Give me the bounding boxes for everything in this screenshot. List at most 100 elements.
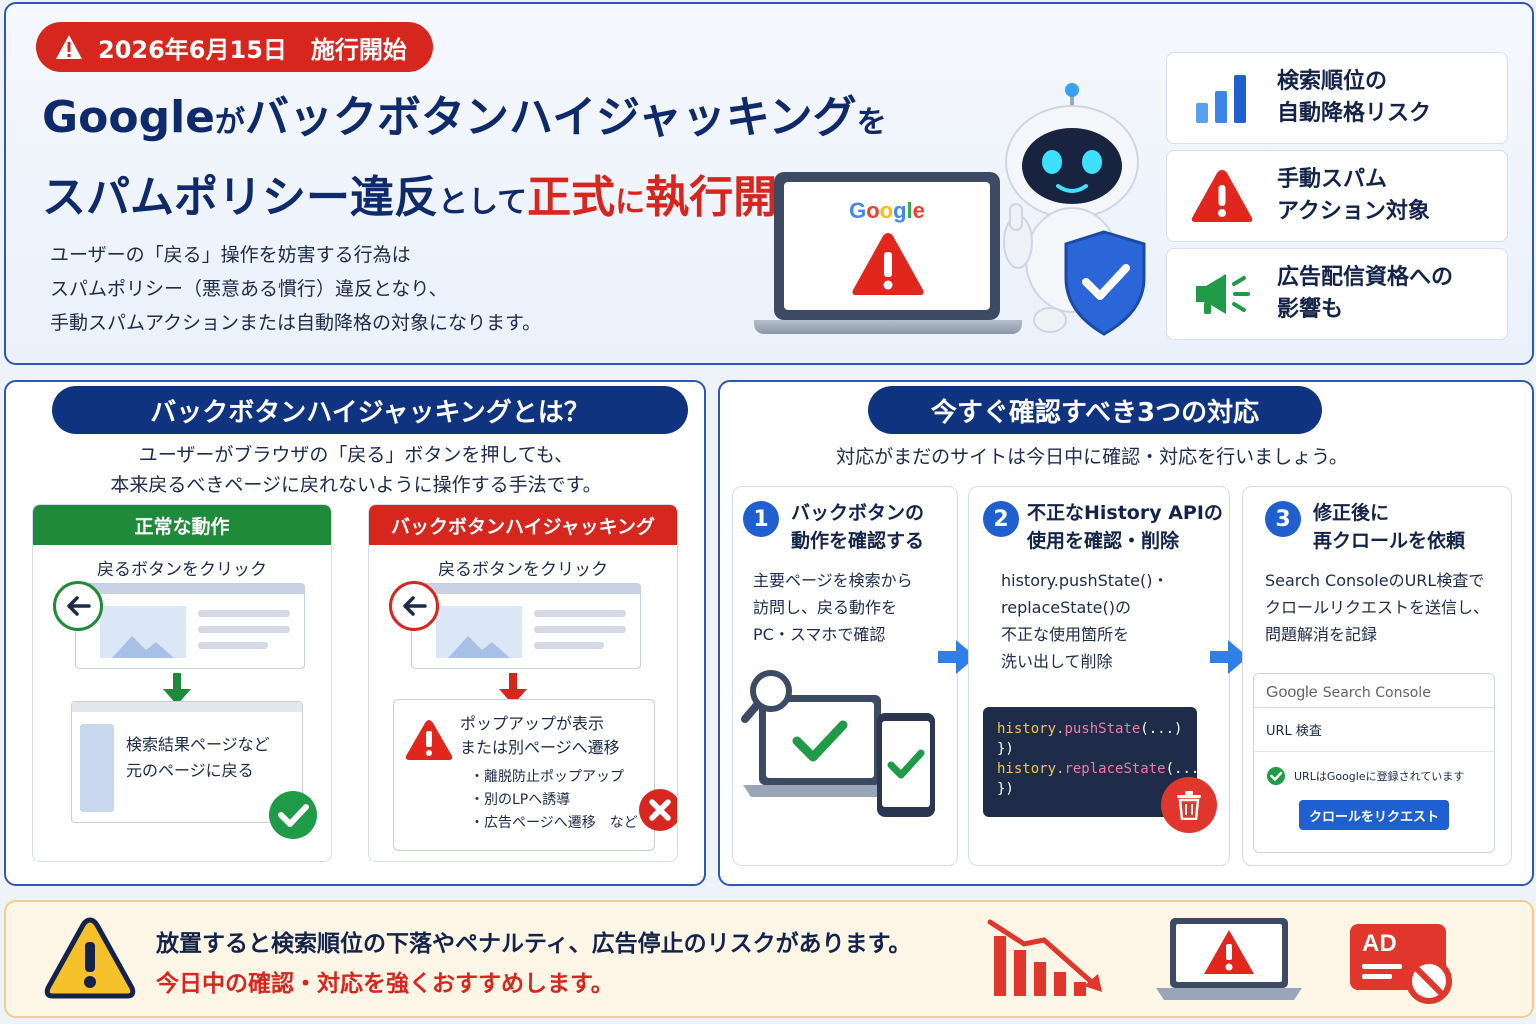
example-item: ・広告ページへ遷移 など bbox=[470, 815, 638, 831]
popup-page: ポップアップが表示 または別ページへ遷移 ・離脱防止ポップアップ ・別のLPへ誘… bbox=[393, 699, 655, 851]
megaphone-icon bbox=[1196, 274, 1250, 314]
step-card-2: 2 不正なHistory APIの 使用を確認・削除 history.pushS… bbox=[968, 486, 1230, 866]
risk-text: 検索順位の bbox=[1277, 69, 1388, 94]
step-body-line: Search ConsoleのURL検査で bbox=[1265, 571, 1485, 590]
title-google: Google bbox=[42, 92, 215, 143]
step-title-line: 再クロールを依頼 bbox=[1313, 530, 1466, 552]
result-text: 検索結果ページなど bbox=[126, 735, 270, 754]
step-body-line: history.pushState()・ bbox=[1001, 571, 1169, 590]
result-text: または別ページへ遷移 bbox=[460, 738, 620, 757]
hijack-header: バックボタンハイジャッキング bbox=[369, 505, 677, 545]
code-line: }) bbox=[997, 781, 1014, 797]
devices-check-icon bbox=[741, 670, 935, 817]
robot-mascot-icon bbox=[1003, 83, 1146, 336]
laptop-screen: Google bbox=[784, 182, 990, 310]
step-title: 不正なHistory APIの 使用を確認・削除 bbox=[1027, 499, 1223, 555]
image-placeholder-icon bbox=[448, 636, 510, 658]
title-keyword: バックボタンハイジャッキング bbox=[245, 92, 857, 143]
bottom-warning-bar: 放置すると検索順位の下落やペナルティ、広告停止のリスクがあります。 今日中の確認… bbox=[4, 900, 1534, 1018]
step-title: 修正後に 再クロールを依頼 bbox=[1313, 499, 1465, 555]
warning-icon bbox=[852, 233, 924, 295]
risk-text: 手動スパム bbox=[1277, 167, 1388, 192]
sc-url-label: URL 検査 bbox=[1254, 708, 1494, 752]
step-number: 2 bbox=[983, 501, 1019, 537]
check-circle-icon bbox=[1267, 767, 1285, 785]
step-title-line: 動作を確認する bbox=[791, 530, 925, 552]
code-line: }) bbox=[997, 741, 1014, 757]
step-card-3: 3 修正後に 再クロールを依頼 Search ConsoleのURL検査で クロ… bbox=[1242, 486, 1512, 866]
delete-button[interactable] bbox=[1161, 777, 1217, 833]
code-token: (...) bbox=[1140, 721, 1183, 737]
code-token: history. bbox=[997, 761, 1065, 777]
check-circle-icon bbox=[269, 791, 317, 839]
arrow-right-icon bbox=[938, 640, 976, 674]
example-item: ・離脱防止ポップアップ bbox=[470, 769, 624, 785]
bar-chart-icon bbox=[1196, 75, 1246, 123]
step-body-line: 不正な使用箇所を bbox=[1001, 625, 1130, 644]
google-logo-letter: e bbox=[912, 198, 925, 223]
step-card-1: 1 バックボタンの 動作を確認する 主要ページを検索から 訪問し、戻る動作を P… bbox=[732, 486, 958, 866]
risk-card-manual-action: 手動スパム アクション対象 bbox=[1166, 150, 1508, 242]
arrow-left-icon bbox=[403, 596, 427, 616]
warning-icon bbox=[56, 35, 82, 59]
step-title: バックボタンの 動作を確認する bbox=[791, 499, 924, 555]
ad-label: AD bbox=[1362, 930, 1397, 957]
arrow-left-icon bbox=[67, 596, 91, 616]
title-toshite: として bbox=[438, 185, 528, 220]
ad-blocked-icon: AD bbox=[1350, 924, 1452, 1004]
title-ga: が bbox=[215, 105, 245, 140]
step-body-line: PC・スマホで確認 bbox=[753, 625, 886, 644]
risk-text: 広告配信資格への bbox=[1277, 265, 1454, 290]
step-body-line: 洗い出して削除 bbox=[1001, 652, 1113, 671]
laptop-warning-icon bbox=[1156, 918, 1302, 1000]
title-official: 正式 bbox=[527, 172, 616, 223]
result-text: 元のページに戻る bbox=[126, 761, 254, 780]
arrow-right-icon bbox=[1210, 640, 1248, 674]
result-page: 検索結果ページなど 元のページに戻る bbox=[71, 701, 303, 823]
actions-ribbon: 今すぐ確認すべき3つの対応 bbox=[868, 386, 1322, 434]
step-body-line: 主要ページを検索から bbox=[753, 571, 913, 590]
hijack-sub: 戻るボタンをクリック bbox=[438, 560, 608, 580]
browser-window bbox=[75, 583, 305, 669]
normal-behavior-card: 正常な動作 戻るボタンをクリック 検索結果ページなど 元のページに戻る bbox=[32, 504, 332, 862]
arrow-down-icon bbox=[499, 673, 527, 705]
title-policy: スパムポリシー違反 bbox=[42, 172, 438, 223]
ranking-drop-icon bbox=[987, 919, 1102, 996]
example-item: ・別のLPへ誘導 bbox=[470, 792, 571, 808]
back-button[interactable] bbox=[53, 581, 103, 631]
title-ni: に bbox=[615, 185, 646, 220]
effective-date-badge: 2026年6月15日 施行開始 bbox=[36, 22, 433, 72]
request-crawl-button[interactable]: クロールをリクエスト bbox=[1299, 800, 1449, 830]
sc-status-text: URLはGoogleに登録されています bbox=[1294, 770, 1465, 783]
hijack-behavior-card: バックボタンハイジャッキング 戻るボタンをクリック ポップアップが表示 または別… bbox=[368, 504, 678, 862]
hero-desc-line: 手動スパムアクションまたは自動降格の対象になります。 bbox=[50, 312, 542, 334]
normal-header: 正常な動作 bbox=[33, 505, 331, 545]
hero-section: 2026年6月15日 施行開始 Googleがバックボタンハイジャッキングを ス… bbox=[4, 2, 1534, 365]
browser-window bbox=[411, 583, 641, 669]
step-body-line: replaceState()の bbox=[1001, 598, 1131, 617]
step-title-line: 修正後に bbox=[1313, 502, 1390, 524]
result-text: ポップアップが表示 bbox=[460, 714, 605, 733]
desc-line: 対応がまだのサイトは今日中に確認・対応を行いましょう。 bbox=[836, 446, 1348, 468]
step-body-line: クロールリクエストを送信し、 bbox=[1265, 598, 1490, 617]
warning-icon bbox=[405, 720, 453, 760]
google-logo-letter: G bbox=[849, 198, 867, 223]
what-is-description: ユーザーがブラウザの「戻る」ボタンを押しても、 本来戻るべきページに戻れないよう… bbox=[6, 440, 706, 500]
search-console-mock: Google Search Console URL 検査 URLはGoogleに… bbox=[1253, 673, 1495, 853]
code-token: history. bbox=[997, 721, 1065, 737]
risk-card-ads: 広告配信資格への 影響も bbox=[1166, 248, 1508, 340]
risk-card-ranking: 検索順位の 自動降格リスク bbox=[1166, 52, 1508, 144]
step-body-line: 問題解消を記録 bbox=[1265, 625, 1378, 644]
desc-line: ユーザーがブラウザの「戻る」ボタンを押しても、 bbox=[138, 444, 574, 466]
arrow-down-icon bbox=[163, 673, 191, 705]
warning-icon bbox=[44, 917, 136, 999]
what-is-ribbon: バックボタンハイジャッキングとは？ bbox=[52, 386, 688, 434]
bottom-line-1: 放置すると検索順位の下落やペナルティ、広告停止のリスクがあります。 bbox=[156, 931, 912, 957]
hero-desc-line: ユーザーの「戻る」操作を妨害する行為は bbox=[50, 244, 411, 266]
step-title-line: 不正なHistory APIの bbox=[1027, 502, 1223, 524]
cross-circle-icon bbox=[639, 789, 677, 831]
step-body: history.pushState()・ replaceState()の 不正な… bbox=[1001, 567, 1168, 675]
sc-status: URLはGoogleに登録されています bbox=[1254, 752, 1494, 786]
back-button[interactable] bbox=[389, 581, 439, 631]
search-console-header: Google Search Console bbox=[1254, 674, 1494, 708]
